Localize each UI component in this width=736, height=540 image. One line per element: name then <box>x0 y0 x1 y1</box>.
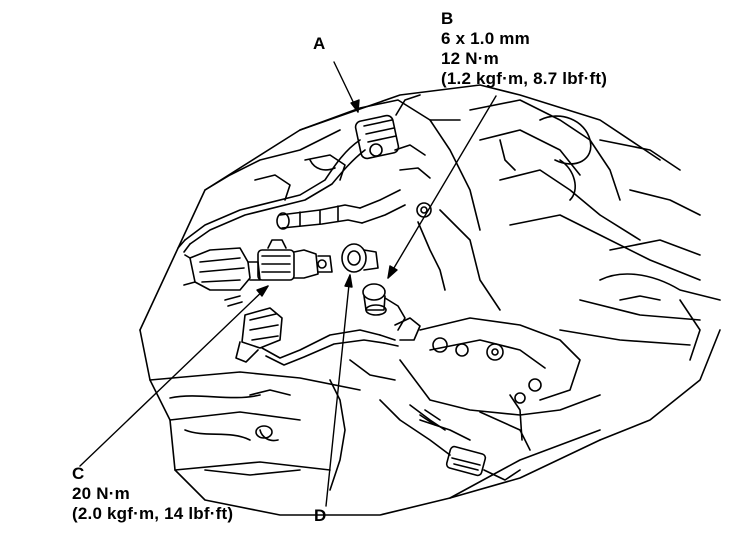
leader-b <box>387 95 497 279</box>
engine-block-outline <box>139 84 721 516</box>
leader-lines <box>79 61 497 507</box>
leader-d <box>325 274 351 507</box>
callout-c-torque: 20 N·m <box>72 484 130 503</box>
callout-b-torque-alt: (1.2 kgf·m, 8.7 lbf·ft) <box>441 69 608 88</box>
bolt-b-assembly <box>362 202 446 341</box>
callout-c-torque-alt: (2.0 kgf·m, 14 lbf·ft) <box>72 504 234 523</box>
harness-plug-left <box>183 247 261 291</box>
arrowhead-c <box>256 285 269 297</box>
callout-d: D <box>314 506 326 526</box>
callout-a: A <box>313 34 325 54</box>
arrowhead-b <box>387 265 398 279</box>
callout-b-spec: 6 x 1.0 mm <box>441 29 530 48</box>
arrowhead-d <box>344 274 353 288</box>
callout-d-letter: D <box>314 506 327 525</box>
arrowhead-a <box>350 99 360 113</box>
upper-hose <box>276 189 406 230</box>
lower-sensor <box>379 399 521 481</box>
misc-details <box>204 139 701 491</box>
sensor-c <box>257 239 333 281</box>
callout-c: C 20 N·m (2.0 kgf·m, 14 lbf·ft) <box>72 464 233 524</box>
intake-casting <box>429 99 721 346</box>
callout-b-torque: 12 N·m <box>441 49 499 68</box>
callout-c-letter: C <box>72 464 85 483</box>
callout-a-letter: A <box>313 34 326 53</box>
connector-a <box>177 94 421 253</box>
callout-b-letter: B <box>441 9 454 28</box>
callout-b: B 6 x 1.0 mm 12 N·m (1.2 kgf·m, 8.7 lbf·… <box>441 9 607 89</box>
harness-plug-bottom <box>235 307 399 366</box>
washer-d <box>341 243 379 273</box>
lower-bracket <box>399 317 601 451</box>
leader-c <box>79 285 269 467</box>
